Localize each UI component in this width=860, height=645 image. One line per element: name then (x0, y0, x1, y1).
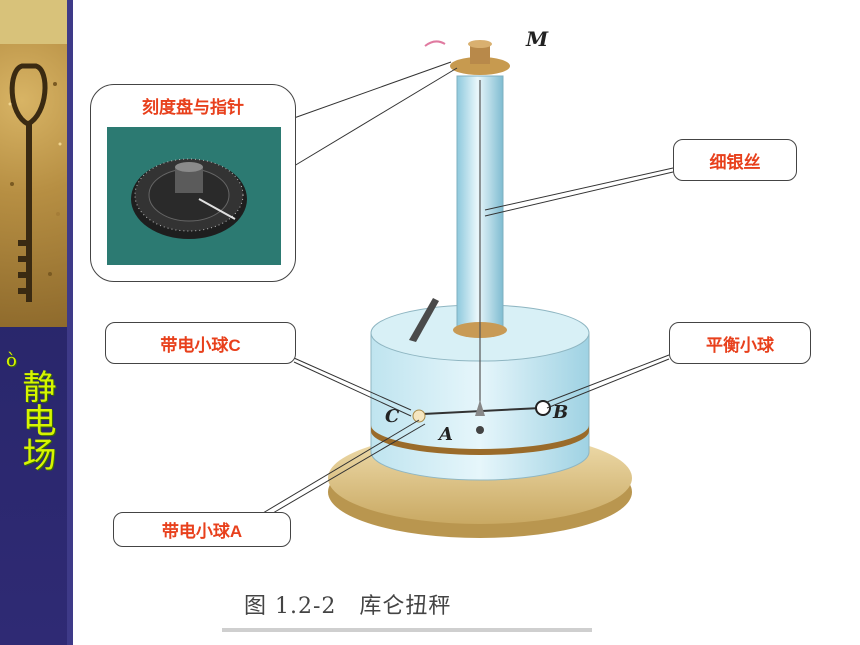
label-b: B (552, 402, 568, 423)
scale-band (371, 425, 589, 455)
callout-leader-lines (262, 61, 674, 514)
top-dial (450, 57, 510, 75)
title-bullet: ò (6, 350, 17, 371)
ball-a-callout: 带电小球A (113, 512, 291, 547)
key-decoration-image (0, 44, 73, 327)
slide-title-text: 静电场 (16, 369, 56, 471)
ball-a-sphere (412, 409, 426, 423)
dial-and-pointer-image (131, 158, 247, 239)
dial-callout-label: 刻度盘与指针 (142, 98, 244, 117)
balance-ball-callout: 平衡小球 (669, 322, 811, 364)
silver-wire-callout: 细银丝 (673, 139, 797, 181)
caption-underline (222, 628, 592, 632)
top-knob (470, 44, 490, 64)
ball-c-callout: 带电小球C (105, 322, 296, 364)
coulomb-torsion-balance-illustration: M C A B (328, 27, 632, 538)
sidebar-top-band (0, 0, 73, 44)
dial-photo (107, 127, 281, 265)
insertion-rod (409, 298, 439, 342)
label-m: M (525, 27, 549, 51)
wire-clamp (476, 426, 484, 434)
top-knob-cap (468, 40, 492, 48)
label-c: C (385, 406, 400, 427)
sidebar-stripe (67, 0, 73, 645)
left-sidebar: ò 静电场 (0, 0, 73, 645)
ball-b-sphere (535, 400, 551, 416)
slide-content: M C A B 刻度盘与指针 (73, 0, 860, 645)
rotation-arrow-icon (424, 40, 446, 47)
slide-title-vertical: ò 静电场 (6, 350, 64, 480)
label-a: A (437, 424, 453, 445)
center-pointer (475, 400, 485, 416)
dial-callout: 刻度盘与指针 (90, 84, 296, 282)
figure-caption: 图 1.2-2 库仑扭秤 (244, 594, 452, 619)
key-icon (8, 63, 62, 302)
